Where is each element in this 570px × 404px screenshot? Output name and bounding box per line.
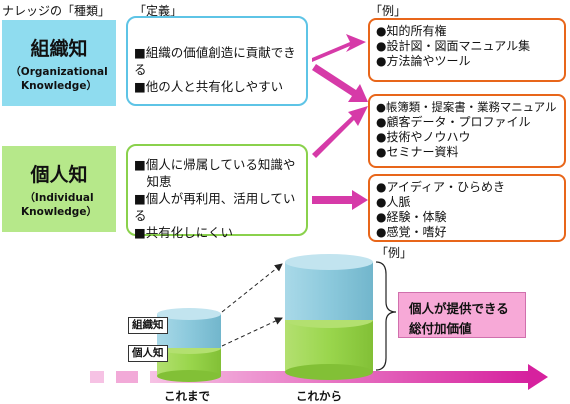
example-brace [375, 261, 397, 371]
individual-subtitle: （Individual Knowledge） [21, 191, 97, 218]
organizational-knowledge-box: 組織知 （Organizational Knowledge） [2, 20, 116, 106]
example-3-item-3: ●経験・体験 [376, 210, 447, 224]
example-box-1: ●知的所有権 ●設計図・図面マニュアル集 ●方法論やツール [368, 18, 566, 82]
header-definition: 「定義」 [134, 4, 183, 18]
total-value-line-2: 総付加価値 [409, 321, 472, 336]
header-example-bottom: 「例」 [376, 246, 413, 260]
example-box-2: ●帳簿類・提案書・業務マニュアル ●顧客データ・プロファイル ●技術やノウハウ … [368, 94, 566, 168]
example-3-item-1: ●アイディア・ひらめき [376, 180, 506, 194]
example-2-item-2: ●顧客データ・プロファイル [376, 115, 531, 129]
example-1-item-2: ●設計図・図面マニュアル集 [376, 39, 531, 53]
example-1-item-1: ●知的所有権 [376, 24, 447, 38]
individual-def-3: ■個人が再利用、活用している [134, 191, 296, 223]
organizational-subtitle: （Organizational Knowledge） [10, 65, 108, 92]
example-3-item-4: ●感覚・嗜好 [376, 225, 447, 239]
individual-knowledge-box: 個人知 （Individual Knowledge） [2, 146, 116, 232]
arrow-org-to-ex2 [312, 64, 368, 102]
total-value-box: 個人が提供できる 総付加価値 [398, 292, 526, 338]
arrow-ind-to-ex2 [312, 106, 368, 158]
individual-definition-box: ■個人に帰属している知識や 知恵 ■個人が再利用、活用している ■共有化しにくい [126, 144, 308, 240]
organizational-def-1: ■組織の価値創造に貢献できる [134, 45, 296, 77]
example-box-3: ●アイディア・ひらめき ●人脈 ●経験・体験 ●感覚・嗜好 [368, 174, 566, 242]
example-1-item-3: ●方法論やツール [376, 54, 471, 68]
label-after: これから [296, 389, 342, 403]
arrow-org-to-ex1 [312, 34, 366, 62]
individual-title: 個人知 [30, 163, 88, 186]
header-example: 「例」 [370, 4, 407, 18]
example-2-item-4: ●セミナー資料 [376, 145, 459, 159]
organizational-definition-box: ■組織の価値創造に貢献できる ■他の人と共有化しやすい [126, 16, 308, 106]
cylinder-before [157, 308, 221, 382]
example-3-item-2: ●人脈 [376, 195, 411, 209]
individual-def-1: ■個人に帰属している知識や [134, 157, 296, 172]
example-2-item-1: ●帳簿類・提案書・業務マニュアル [376, 100, 557, 114]
label-before: これまで [164, 389, 210, 403]
arrow-ind-to-ex3 [312, 190, 368, 210]
organizational-def-2: ■他の人と共有化しやすい [134, 79, 284, 94]
label-organizational-small: 組織知 [128, 317, 168, 334]
organizational-title: 組織知 [30, 37, 88, 60]
cylinder-after [285, 254, 373, 380]
total-value-line-1: 個人が提供できる [409, 301, 509, 316]
individual-def-4: ■共有化しにくい [134, 225, 234, 240]
dash-arrow-org [221, 263, 283, 313]
example-2-item-3: ●技術やノウハウ [376, 130, 471, 144]
dash-arrow-ind [221, 317, 283, 347]
header-types: ナレッジの「種類」 [2, 4, 111, 18]
individual-def-2: 知恵 [134, 174, 172, 189]
label-individual-small: 個人知 [128, 345, 168, 362]
